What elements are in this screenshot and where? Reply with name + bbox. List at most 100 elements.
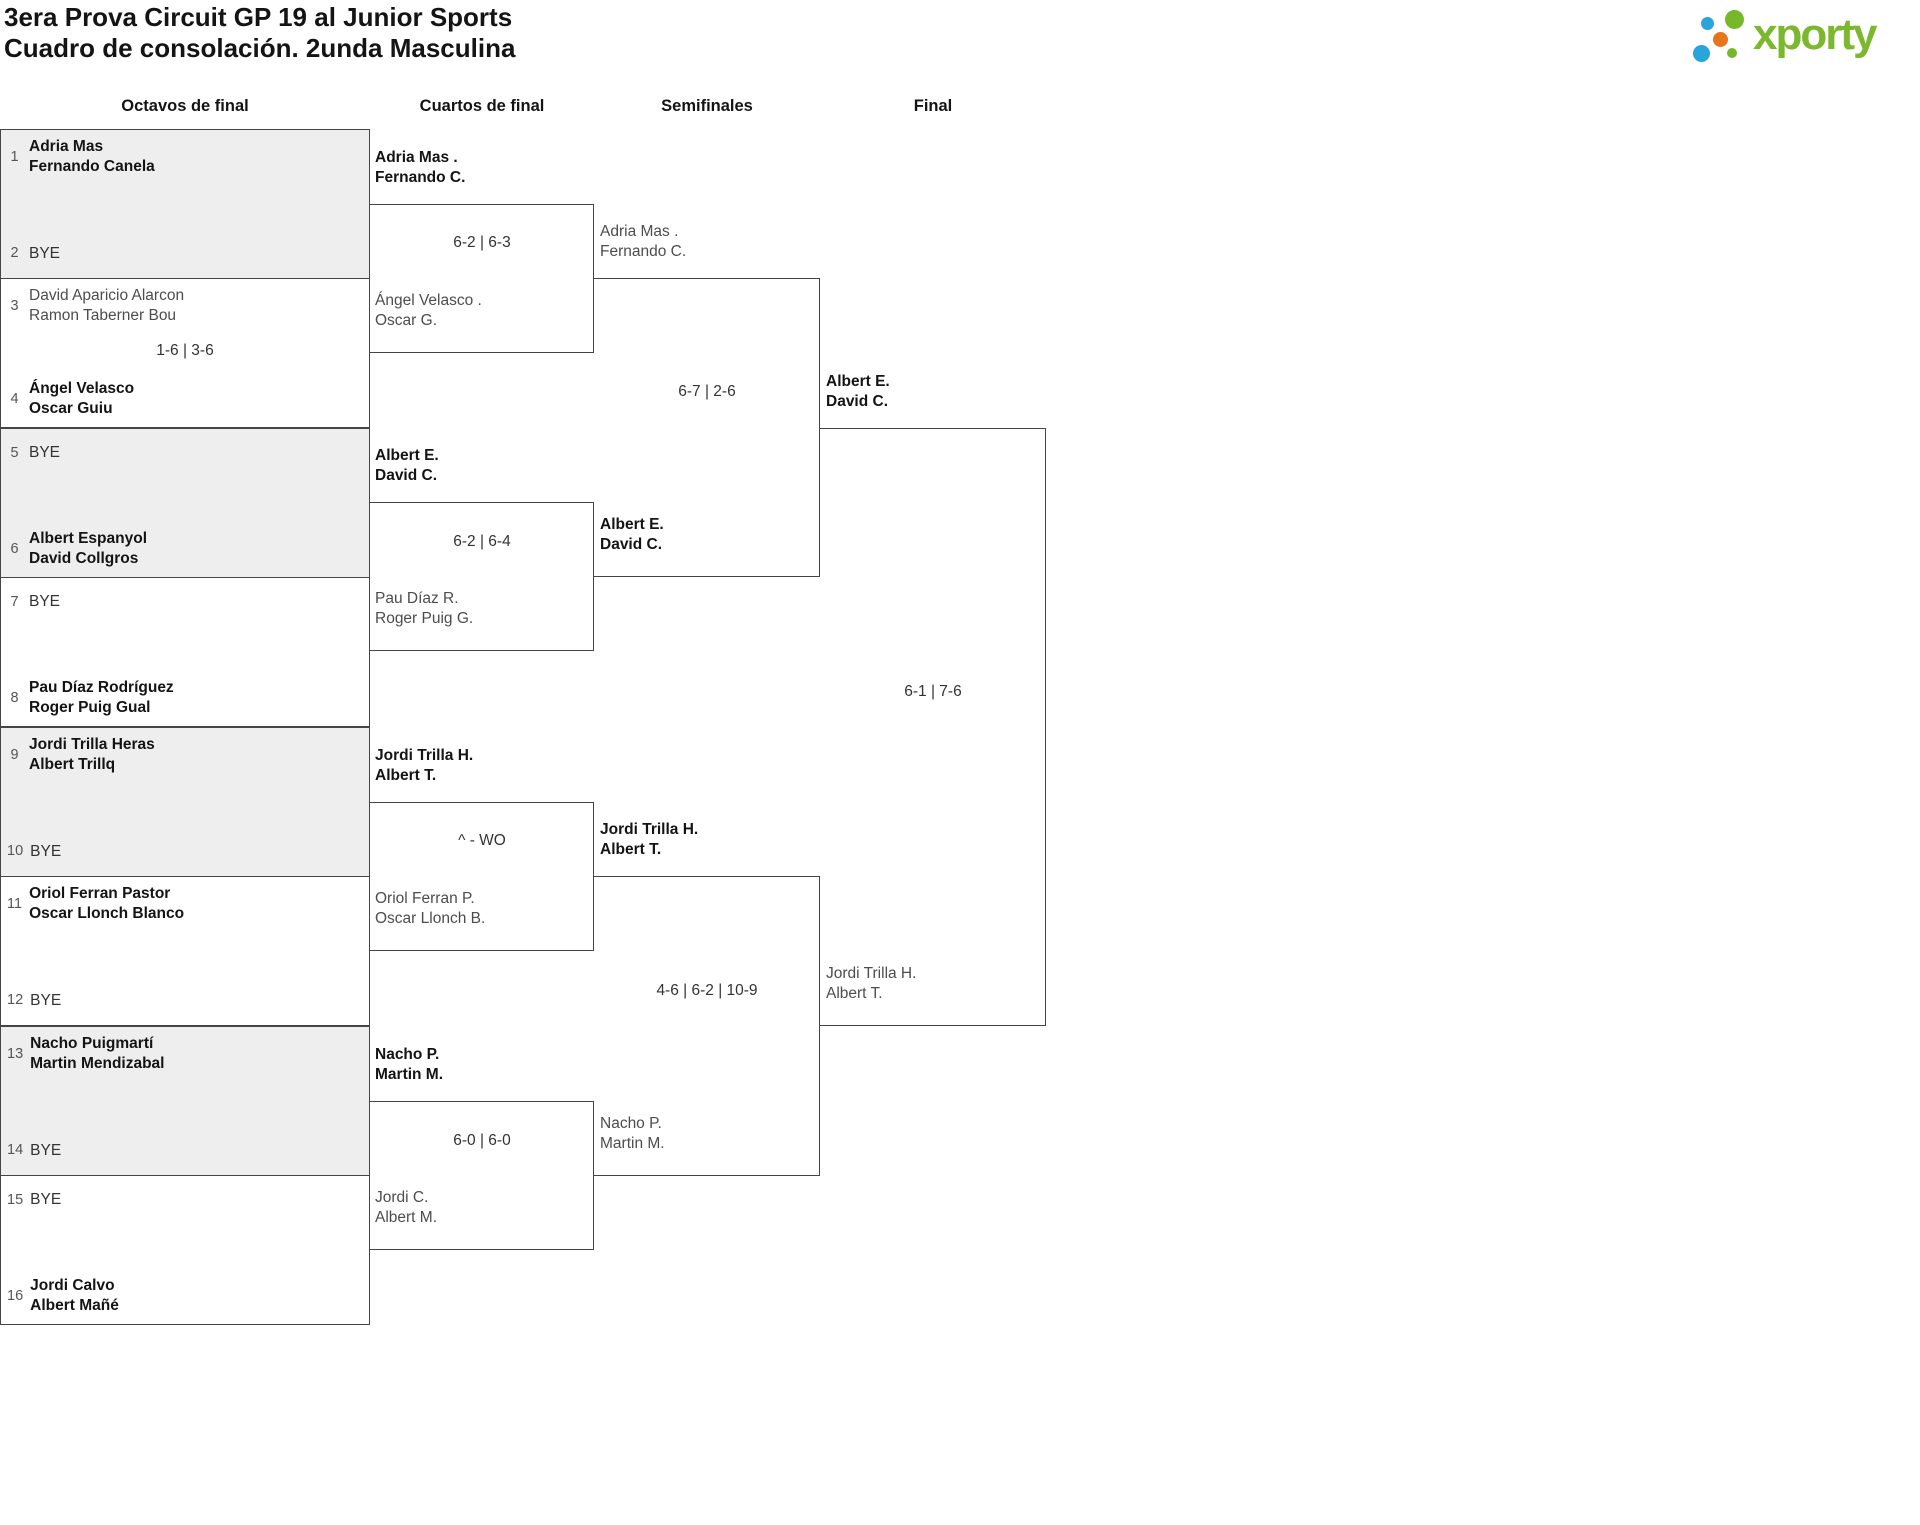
qf1-box — [370, 204, 594, 353]
sf2-bottom-team: Nacho P.Martin M. — [600, 1115, 665, 1152]
seed-number: 14 — [7, 1142, 24, 1159]
round-header-octavos: Octavos de final — [121, 97, 249, 115]
final-bottom-team: Jordi Trilla H.Albert T. — [826, 965, 917, 1002]
r16-match2-score: 1-6 | 3-6 — [156, 342, 214, 359]
qf4-bottom-team: Jordi C.Albert M. — [375, 1189, 438, 1226]
round-header-semifinales: Semifinales — [661, 97, 753, 115]
pair-names: Pau Díaz Rodríguez Roger Puig Gual — [29, 678, 174, 717]
qf1-bottom-team: Ángel Velasco .Oscar G. — [375, 292, 482, 329]
player-name: Jordi Trilla Heras — [29, 736, 155, 753]
qf4-score: 6-0 | 6-0 — [453, 1132, 511, 1149]
player-name: Adria Mas — [29, 138, 104, 155]
bye-label: BYE — [29, 444, 61, 461]
seed-number: 7 — [10, 593, 19, 610]
bracket-entry-9: 9 Jordi Trilla Heras Albert Trillq — [7, 735, 365, 774]
qf3-bottom-team: Oriol Ferran P.Oscar Llonch B. — [375, 890, 486, 927]
pair-names: Ángel Velasco Oscar Guiu — [29, 379, 134, 418]
seed-number: 6 — [10, 540, 19, 557]
player-name: Albert Trillq — [29, 755, 116, 773]
logo-dot-blue-small — [1701, 17, 1714, 30]
sf1-bottom-team: Albert E.David C. — [600, 516, 664, 553]
page-title: 3era Prova Circuit GP 19 al Junior Sport… — [4, 2, 513, 32]
bye-label: BYE — [30, 842, 62, 860]
player-name: Martin Mendizabal — [30, 1054, 165, 1072]
qf2-score: 6-2 | 6-4 — [453, 533, 511, 550]
pair-names: Jordi Trilla Heras Albert Trillq — [29, 735, 155, 774]
seed-number: 15 — [7, 1191, 24, 1208]
player-name: Fernando Canela — [29, 157, 155, 175]
r16-box-8: 15 BYE 16 Jordi Calvo Albert Mañé — [0, 1175, 370, 1325]
seed-number: 9 — [10, 746, 19, 763]
pair-names: Albert Espanyol David Collgros — [29, 529, 147, 568]
seed-number: 16 — [7, 1287, 24, 1304]
round-header-final: Final — [913, 97, 953, 115]
final-score: 6-1 | 7-6 — [904, 683, 962, 700]
bracket-entry-2: 2 BYE — [7, 244, 365, 264]
seed-number: 10 — [7, 843, 24, 860]
sf1-score: 6-7 | 2-6 — [678, 383, 736, 400]
player-name: Roger Puig Gual — [29, 698, 151, 716]
qf3-top-team: Jordi Trilla H.Albert T. — [375, 747, 474, 784]
player-name: Albert Espanyol — [29, 530, 147, 547]
pair-names: Oriol Ferran Pastor Oscar Llonch Blanco — [29, 884, 184, 923]
sf2-top-team: Jordi Trilla H.Albert T. — [600, 821, 699, 858]
player-name: Albert Mañé — [30, 1296, 119, 1314]
bracket-entry-14: 14 BYE — [7, 1141, 365, 1161]
player-name: Nacho Puigmartí — [30, 1035, 154, 1052]
seed-number: 2 — [10, 245, 19, 262]
bye-label: BYE — [29, 593, 61, 610]
player-name: Pau Díaz Rodríguez — [29, 679, 174, 696]
pair-names: Adria Mas Fernando Canela — [29, 137, 155, 176]
final-top-team: Albert E.David C. — [826, 373, 890, 410]
seed-number: 11 — [7, 895, 23, 912]
player-name: Jordi Calvo — [30, 1277, 115, 1294]
sf1-top-team: Adria Mas .Fernando C. — [600, 223, 687, 260]
qf2-top-team: Albert E.David C. — [375, 447, 439, 484]
pair-names: Nacho Puigmartí Martin Mendizabal — [30, 1034, 164, 1073]
bye-label: BYE — [30, 1191, 62, 1208]
qf2-box — [370, 502, 594, 651]
qf4-top-team: Nacho P.Martin M. — [375, 1046, 444, 1083]
bye-label: BYE — [30, 1141, 62, 1159]
seed-number: 5 — [10, 444, 19, 461]
final-box — [820, 428, 1046, 1026]
seed-number: 8 — [10, 689, 19, 706]
r16-box-4: 7 BYE 8 Pau Díaz Rodríguez Roger Puig Gu… — [0, 577, 370, 727]
bracket-entry-4: 4 Ángel Velasco Oscar Guiu — [7, 379, 365, 418]
bracket-entry-12: 12 BYE — [7, 991, 365, 1011]
r16-box-2: 3 David Aparicio Alarcon Ramon Taberner … — [0, 278, 370, 428]
bracket-entry-1: 1 Adria Mas Fernando Canela — [7, 137, 365, 176]
logo-dot-green-large — [1725, 10, 1744, 29]
player-name: Ramon Taberner Bou — [29, 306, 177, 324]
qf2-bottom-team: Pau Díaz R.Roger Puig G. — [375, 590, 474, 627]
sf1-box — [594, 278, 820, 577]
logo-wordmark: xporty — [1753, 10, 1877, 59]
round-header-cuartos: Cuartos de final — [419, 97, 545, 115]
bracket-entry-6: 6 Albert Espanyol David Collgros — [7, 529, 365, 568]
bracket-entry-10: 10 BYE — [7, 842, 365, 862]
bracket-entry-7: 7 BYE — [7, 592, 365, 612]
logo-dot-blue-large — [1693, 45, 1710, 62]
player-name: Oscar Guiu — [29, 399, 113, 417]
logo-dot-orange — [1713, 32, 1728, 47]
r16-box-5: 9 Jordi Trilla Heras Albert Trillq 10 BY… — [0, 727, 370, 877]
sf2-score: 4-6 | 6-2 | 10-9 — [656, 982, 758, 999]
qf1-score: 6-2 | 6-3 — [453, 234, 511, 251]
r16-box-3: 5 BYE 6 Albert Espanyol David Collgros — [0, 428, 370, 578]
page-subtitle: Cuadro de consolación. 2unda Masculina — [4, 33, 516, 63]
r16-box-1: 1 Adria Mas Fernando Canela 2 BYE — [0, 129, 370, 279]
bracket-entry-16: 16 Jordi Calvo Albert Mañé — [7, 1276, 365, 1315]
player-name: Oscar Llonch Blanco — [29, 904, 185, 922]
r16-box-6: 11 Oriol Ferran Pastor Oscar Llonch Blan… — [0, 876, 370, 1026]
pair-names: Jordi Calvo Albert Mañé — [30, 1276, 119, 1315]
seed-number: 3 — [10, 297, 19, 314]
seed-number: 1 — [10, 148, 19, 165]
qf4-box — [370, 1101, 594, 1250]
qf3-box — [370, 802, 594, 951]
seed-number: 4 — [10, 390, 19, 407]
qf1-top-team: Adria Mas .Fernando C. — [375, 149, 466, 186]
sf2-box — [594, 876, 820, 1176]
bracket-entry-15: 15 BYE — [7, 1190, 365, 1210]
logo-dot-green-small — [1727, 48, 1737, 58]
